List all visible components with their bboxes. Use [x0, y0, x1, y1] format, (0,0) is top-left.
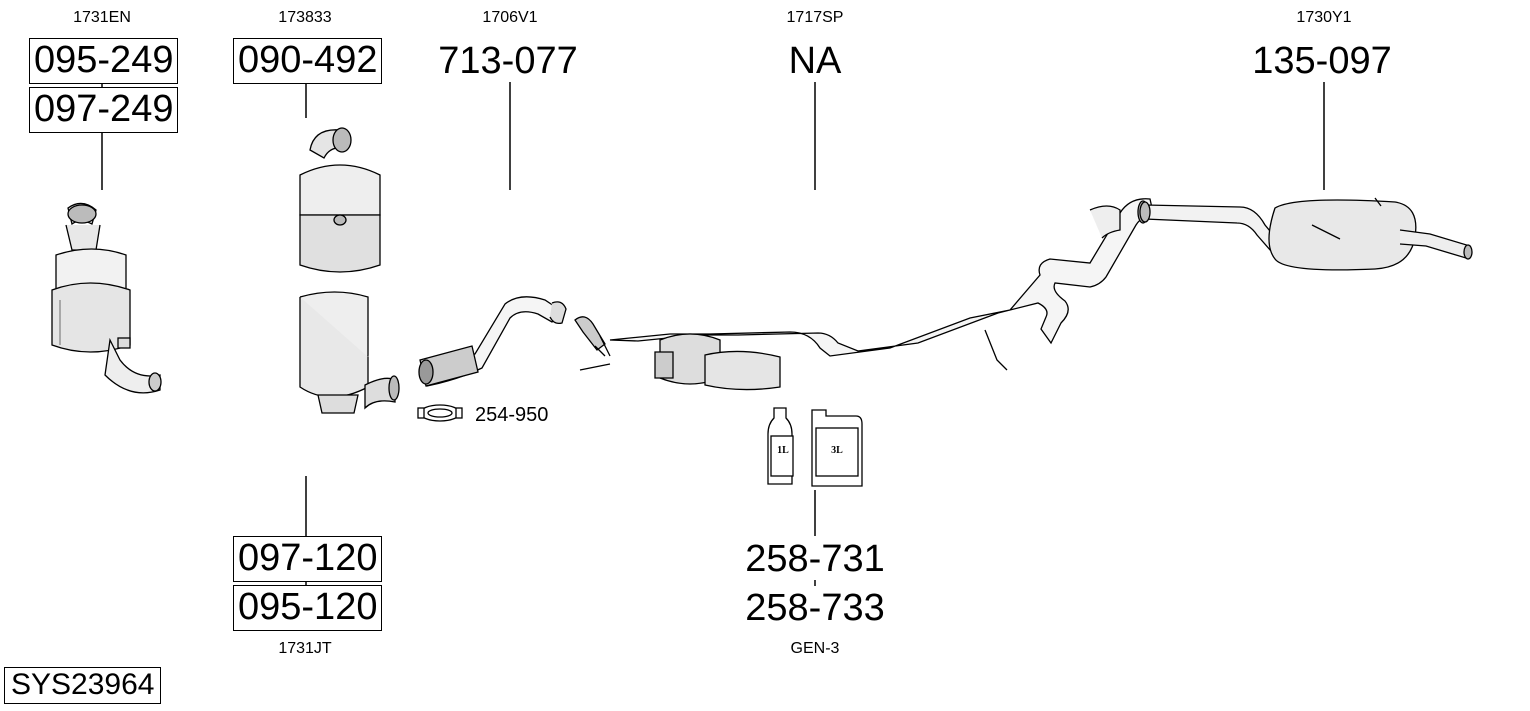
- middle-pipe-1717sp: [574, 198, 1155, 391]
- ref-1717sp: 1717SP: [786, 9, 844, 26]
- part-258-731[interactable]: 258-731: [745, 538, 885, 580]
- part-095-249[interactable]: 095-249: [29, 38, 179, 84]
- part-097-120[interactable]: 097-120: [233, 536, 383, 582]
- bottle-1l-label: 1L: [777, 445, 789, 456]
- front-pipe-1706v1: [418, 296, 567, 387]
- ref-1706v1: 1706V1: [482, 9, 538, 26]
- part-254-950[interactable]: 254-950: [475, 404, 549, 426]
- system-id: SYS23964: [4, 667, 162, 704]
- ref-gen-3: GEN-3: [790, 640, 840, 657]
- ref-173833: 173833: [278, 9, 332, 26]
- part-097-249[interactable]: 097-249: [29, 87, 179, 133]
- part-713-077[interactable]: 713-077: [438, 40, 578, 82]
- ref-1731jt: 1731JT: [278, 640, 332, 657]
- rear-silencer-1730y1: [1139, 197, 1473, 271]
- ref-1730y1: 1730Y1: [1296, 9, 1352, 26]
- part-258-733[interactable]: 258-733: [745, 587, 885, 629]
- ref-1731en: 1731EN: [73, 9, 131, 26]
- catalytic-converter-1731en: [51, 202, 162, 394]
- part-095-120[interactable]: 095-120: [233, 585, 383, 631]
- part-na[interactable]: NA: [788, 40, 842, 82]
- additive-bottles: [767, 407, 863, 487]
- clamp-254-950: [417, 404, 463, 422]
- catalytic-converter-173833: [299, 127, 400, 414]
- part-135-097[interactable]: 135-097: [1252, 40, 1392, 82]
- part-090-492[interactable]: 090-492: [233, 38, 383, 84]
- bottle-3l-label: 3L: [831, 445, 843, 456]
